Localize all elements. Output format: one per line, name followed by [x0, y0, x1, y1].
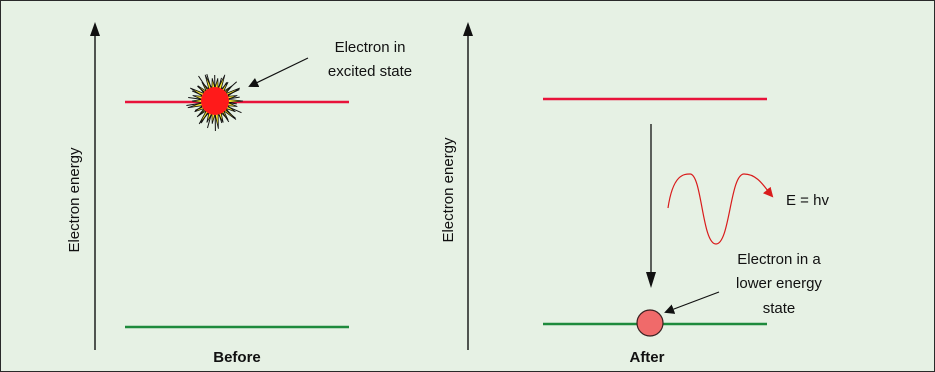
- burst-spike: [218, 114, 223, 124]
- burst-spike: [221, 82, 228, 90]
- burst-spike: [225, 109, 236, 119]
- burst-spike: [222, 112, 230, 123]
- burst-spike: [198, 75, 208, 90]
- after-caption: After: [629, 349, 664, 366]
- burst-spike: [228, 96, 240, 100]
- after-axis-label: Electron energy: [440, 137, 457, 243]
- burst-spike: [194, 106, 203, 111]
- burst-spike: [225, 81, 238, 93]
- ground-electron: [636, 309, 664, 337]
- before-axis-label: Electron energy: [66, 147, 83, 253]
- burst-spike: [196, 109, 205, 118]
- burst-spike: [218, 77, 222, 88]
- before-callout-arrow: [248, 57, 309, 88]
- transition-arrowhead: [646, 272, 656, 288]
- burst-spike: [206, 74, 212, 88]
- before-panel: Electron energy Electron in excited stat…: [66, 22, 412, 366]
- burst-spike: [188, 97, 202, 100]
- burst-spike: [228, 102, 237, 105]
- photon-wave: [667, 173, 774, 245]
- after-panel: Electron energy E = hv Electron in a low…: [440, 22, 829, 366]
- burst-spike: [186, 102, 202, 106]
- burst-spike: [227, 89, 240, 96]
- burst-spike: [197, 85, 205, 93]
- after-callout-line-2: lower energy: [736, 275, 822, 292]
- before-callout-line-1: Electron in: [335, 39, 406, 56]
- photon-energy-label: E = hv: [786, 192, 829, 209]
- before-callout-line-2: excited state: [328, 63, 412, 80]
- burst-spike: [200, 112, 209, 124]
- burst-spike: [191, 90, 203, 96]
- before-caption: Before: [213, 349, 261, 366]
- after-axis-arrowhead: [463, 22, 473, 36]
- excited-electron: [201, 87, 229, 115]
- after-callout-line-3: state: [763, 300, 796, 317]
- before-axis-arrowhead: [90, 22, 100, 36]
- burst-spike: [207, 114, 212, 129]
- after-callout-line-1: Electron in a: [737, 251, 821, 268]
- after-callout-arrow: [664, 291, 720, 314]
- burst-spike: [227, 106, 242, 114]
- excited-electron-burst: [186, 74, 244, 132]
